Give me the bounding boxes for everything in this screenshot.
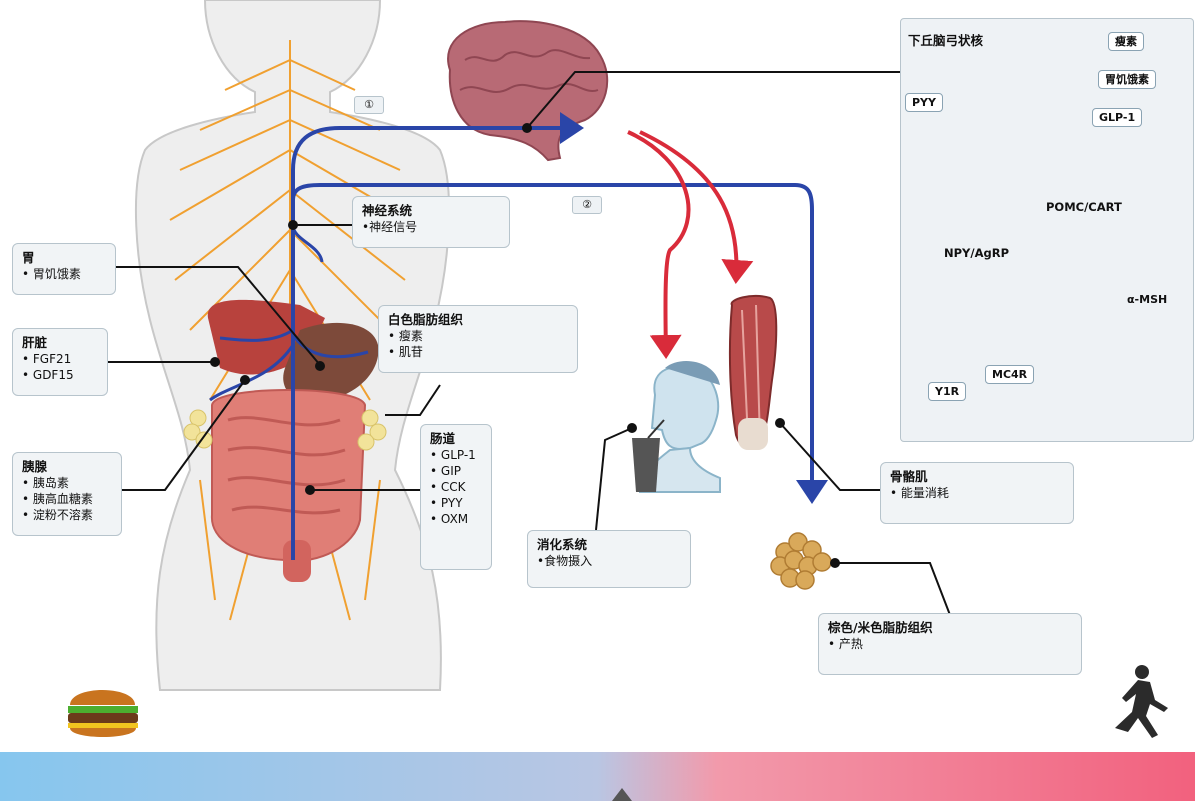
bat-title: 棕色/米色脂肪组织: [828, 620, 1072, 636]
stomach-callout: 胃 • 胃饥饿素: [12, 243, 116, 295]
stomach-title: 胃: [22, 250, 106, 266]
liver-callout: 肝脏 • FGF21 • GDF15: [12, 328, 108, 396]
pomc-cart-label: POMC/CART: [1046, 200, 1122, 214]
gut-item: • GLP-1: [430, 447, 482, 463]
y1r-label: Y1R: [928, 382, 966, 401]
pancreas-item: • 淀粉不溶素: [22, 507, 112, 523]
nervous-title: 神经系统: [362, 203, 500, 219]
hypothalamus-title: 下丘脑弓状核: [908, 30, 983, 49]
digestive-title: 消化系统: [537, 537, 681, 553]
muscle-title: 骨骼肌: [890, 469, 1064, 485]
energy-balance-bar: [0, 752, 1195, 801]
gut-callout: 肠道 • GLP-1 • GIP • CCK • PYY • OXM: [420, 424, 492, 570]
digestive-callout: 消化系统 •食物摄入: [527, 530, 691, 588]
wat-title: 白色脂肪组织: [388, 312, 568, 328]
skeletal-muscle-illustration: [730, 296, 776, 450]
nervous-system-callout: 神经系统 •神经信号: [352, 196, 510, 248]
gut-item: • CCK: [430, 479, 482, 495]
liver-item: • FGF21: [22, 351, 98, 367]
digestive-item: •食物摄入: [537, 553, 681, 569]
pancreas-item: • 胰岛素: [22, 475, 112, 491]
alpha-msh-label: α-MSH: [1127, 293, 1167, 306]
liver-title: 肝脏: [22, 335, 98, 351]
brain-illustration: [448, 21, 607, 160]
muscle-item: • 能量消耗: [890, 485, 1064, 501]
leptin-label: 瘦素: [1108, 32, 1144, 51]
white-fat-callout: 白色脂肪组织 • 瘦素 • 肌苷: [378, 305, 578, 373]
npy-agrp-label: NPY/AgRP: [944, 246, 1009, 260]
ghrelin-label: 胃饥饿素: [1098, 70, 1156, 89]
nervous-item: •神经信号: [362, 219, 500, 235]
brown-fat-illustration: [771, 533, 831, 589]
skeletal-muscle-callout: 骨骼肌 • 能量消耗: [880, 462, 1074, 524]
pancreas-item: • 胰高血糖素: [22, 491, 112, 507]
liver-item: • GDF15: [22, 367, 98, 383]
pancreas-title: 胰腺: [22, 459, 112, 475]
man-drinking-illustration: [632, 361, 720, 492]
wat-item: • 肌苷: [388, 344, 568, 360]
gut-item: • PYY: [430, 495, 482, 511]
brown-fat-callout: 棕色/米色脂肪组织 • 产热: [818, 613, 1082, 675]
marker-two: ②: [572, 196, 602, 214]
runner-icon: [1115, 665, 1168, 738]
glp1-label: GLP-1: [1092, 108, 1142, 127]
pyy-label: PYY: [905, 93, 943, 112]
mc4r-label: MC4R: [985, 365, 1034, 384]
bat-item: • 产热: [828, 636, 1072, 652]
gut-item: • GIP: [430, 463, 482, 479]
pancreas-callout: 胰腺 • 胰岛素 • 胰高血糖素 • 淀粉不溶素: [12, 452, 122, 536]
wat-item: • 瘦素: [388, 328, 568, 344]
burger-icon: [68, 690, 138, 737]
gut-item: • OXM: [430, 511, 482, 527]
stomach-item: • 胃饥饿素: [22, 266, 106, 282]
marker-one: ①: [354, 96, 384, 114]
hormonal-red-arrows: [628, 132, 736, 355]
gut-title: 肠道: [430, 431, 482, 447]
